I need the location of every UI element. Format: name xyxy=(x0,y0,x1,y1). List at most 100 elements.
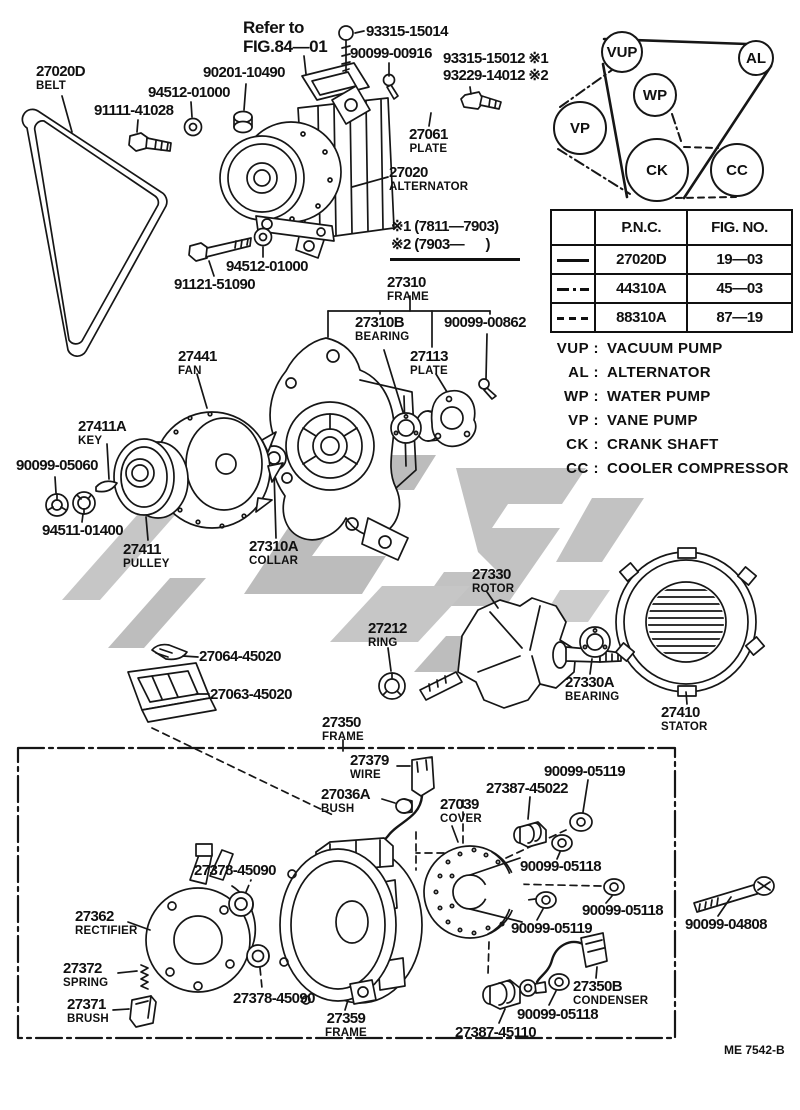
part-label: 94512-01000 xyxy=(148,84,230,101)
nut-90099-05119-bottom-drawing xyxy=(535,891,557,921)
part-label: 90099-05118 xyxy=(520,858,602,875)
note-underline xyxy=(390,258,520,261)
fig-no-value: 19—03 xyxy=(686,244,793,275)
fig-no-value: 87—19 xyxy=(686,302,793,333)
part-label: ※1 (7811—7903) xyxy=(391,218,499,235)
line-style-dashdot-icon xyxy=(557,287,590,291)
part-label: 90099-05118 xyxy=(582,902,664,919)
belt-drawing xyxy=(21,95,168,358)
long-bolt-drawing xyxy=(693,876,775,917)
pnc-table-header: FIG. NO. xyxy=(686,209,793,246)
pulley-diagram-labels: VUP AL WP VP CK CC xyxy=(570,44,766,179)
pulley-drawing xyxy=(113,438,189,541)
nut-90099-05118-mid-drawing xyxy=(551,834,573,860)
circle-label-al: AL xyxy=(746,50,766,67)
nut-90201-10490 xyxy=(233,83,253,134)
stator-drawing xyxy=(614,547,766,705)
legend-abbr: CK : xyxy=(566,435,599,453)
nut-90099-05118-low-drawing xyxy=(548,973,570,1006)
washer-94512-01000-top xyxy=(183,101,203,137)
bolt-93315-15012 xyxy=(460,86,502,110)
legend-row: VP : VANE PUMP xyxy=(543,408,789,432)
part-label: 90099-00916 xyxy=(350,45,432,62)
part-label: 91111-41028 xyxy=(94,102,174,119)
part-label: 90099-05060 xyxy=(16,457,98,474)
line-style-dashed-icon xyxy=(557,316,590,320)
lockwasher-90099-05060 xyxy=(45,476,69,517)
rear-frame-drawing xyxy=(279,837,423,1011)
pulley-belt-diagram xyxy=(553,31,774,202)
rectifier-drawing xyxy=(127,843,257,993)
pnc-value: 27020D xyxy=(594,244,689,275)
ring-27212-drawing xyxy=(378,647,406,700)
spring-drawing xyxy=(117,964,149,990)
nut-94511-01400 xyxy=(72,491,96,523)
part-label: 94512-01000 xyxy=(226,258,308,275)
part-label: 94511-01400 xyxy=(42,522,124,539)
legend-name: COOLER COMPRESSOR xyxy=(607,459,789,477)
legend-name: CRANK SHAFT xyxy=(607,435,719,453)
legend-name: VANE PUMP xyxy=(607,411,698,429)
part-label: 90099-05119 xyxy=(511,920,593,937)
legend-row: AL :ALTERNATOR xyxy=(543,360,789,384)
circle-label-vup: VUP xyxy=(607,44,638,61)
cover-drawing xyxy=(423,825,526,939)
washer-94512-01000-mid xyxy=(253,227,273,258)
legend-name: VACUUM PUMP xyxy=(607,339,723,357)
part-label: 27387-45110 xyxy=(455,1024,537,1041)
part-label: 93315-15012 ※1 xyxy=(443,50,549,67)
nut-90099-05119-top-drawing xyxy=(569,779,593,832)
legend-abbr: CC : xyxy=(566,459,599,477)
footer-code: ME 7542-B xyxy=(724,1043,785,1057)
bearing-27330A-drawing xyxy=(579,626,611,675)
part-label: 27378-45090 xyxy=(233,990,315,1007)
part-label: 27064-45020 xyxy=(199,648,281,665)
bush-drawing xyxy=(381,798,413,814)
brush-drawing xyxy=(112,995,157,1028)
bolt-91111-41028 xyxy=(128,119,172,152)
legend-abbr: WP : xyxy=(563,387,599,405)
dashed-leaders xyxy=(151,727,602,989)
plug-27387-45022-drawing xyxy=(513,796,547,848)
part-label: 93229-14012 ※2 xyxy=(443,67,549,84)
legend-row: CK : CRANK SHAFT xyxy=(543,432,789,456)
pnc-table-header xyxy=(549,209,597,246)
plate-27113-drawing xyxy=(430,389,477,448)
bolt-90099-00862 xyxy=(478,378,497,400)
part-label: 90099-00862 xyxy=(444,314,526,331)
legend-abbr: VP : xyxy=(568,411,599,429)
screw-90099-00916 xyxy=(382,62,399,100)
circle-label-ck: CK xyxy=(646,162,668,179)
circle-label-vp: VP xyxy=(570,120,590,137)
legend-row: WP :WATER PUMP xyxy=(543,384,789,408)
grommet-bottom-drawing xyxy=(246,944,270,968)
part-label: 27063-45020 xyxy=(210,686,292,703)
pnc-table-header: P.N.C. xyxy=(594,209,689,246)
legend-row: VUP :VACUUM PUMP xyxy=(543,336,789,360)
pnc-value: 44310A xyxy=(594,273,689,304)
fig-no-value: 45—03 xyxy=(686,273,793,304)
part-label: 90099-04808 xyxy=(685,916,767,933)
line-style-solid-icon xyxy=(557,258,590,262)
